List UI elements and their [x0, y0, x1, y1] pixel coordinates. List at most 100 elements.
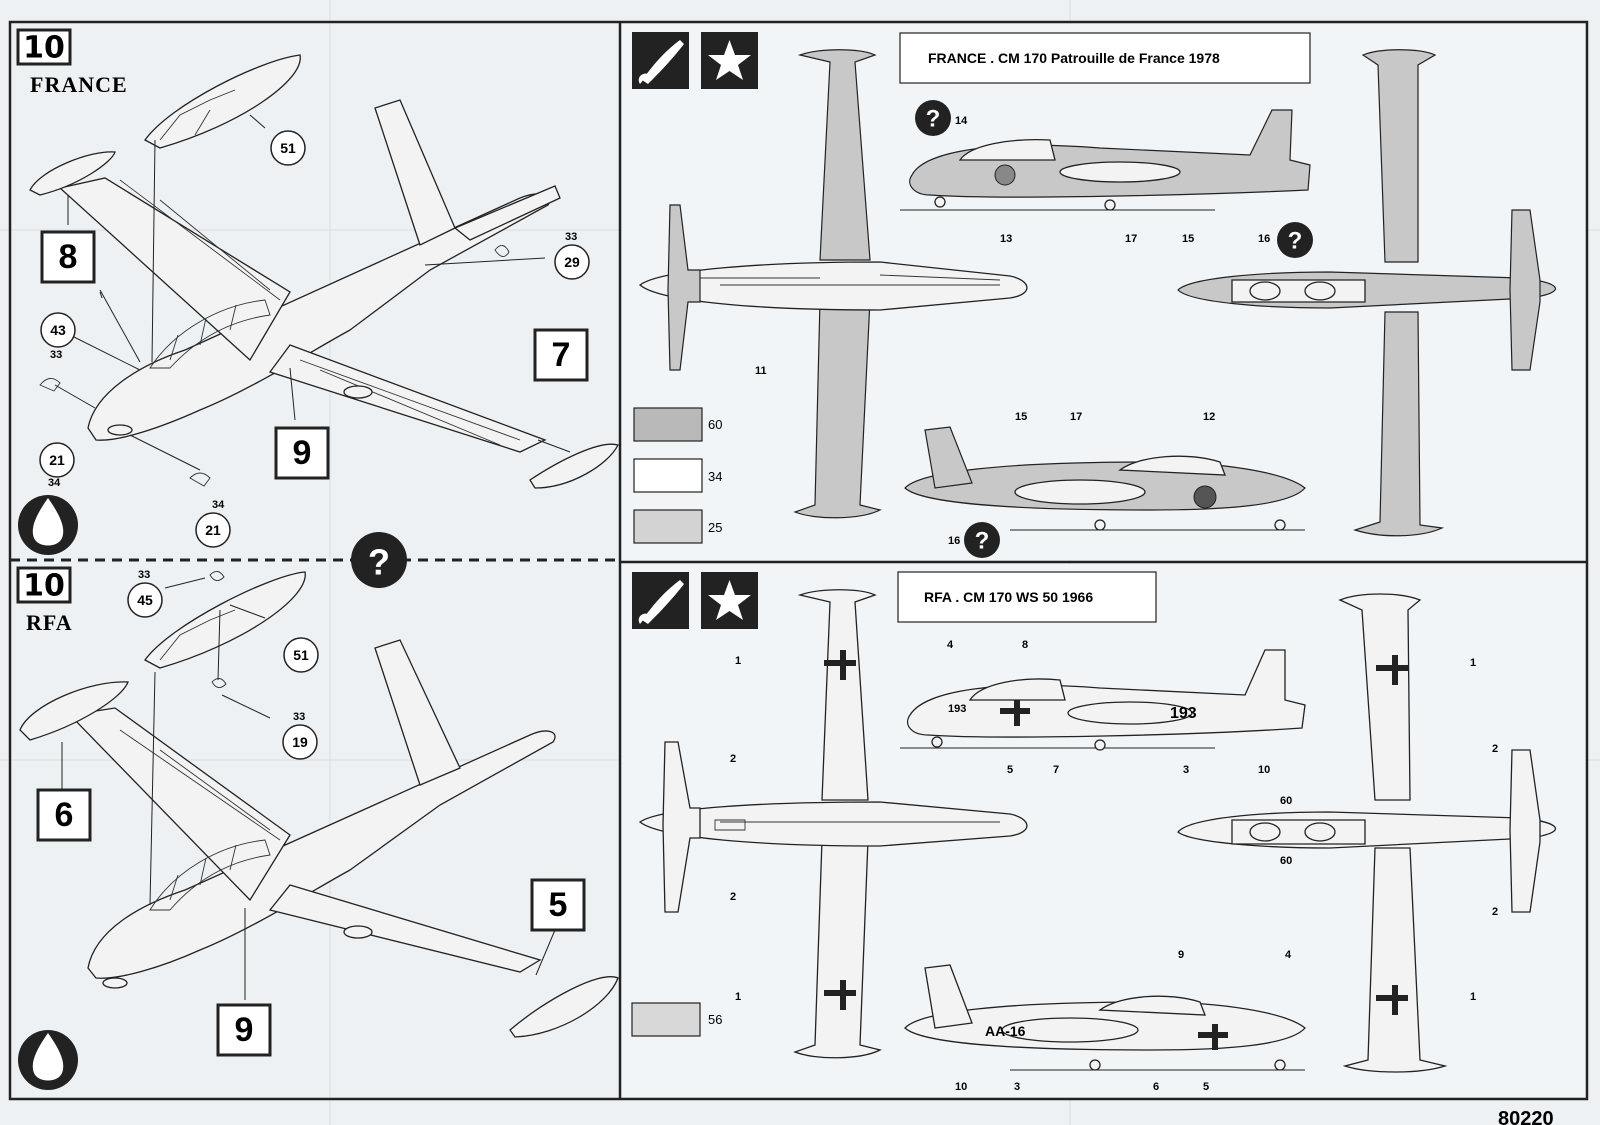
leader-lines [61, 577, 556, 1000]
svg-text:RFA . CM 170 WS 50 1966: RFA . CM 170 WS 50 1966 [924, 589, 1093, 605]
livery-heading: RFA . CM 170 WS 50 1966 [897, 571, 1157, 623]
svg-text:43: 43 [50, 322, 66, 338]
svg-text:60: 60 [1280, 855, 1292, 867]
svg-text:60: 60 [1280, 795, 1292, 807]
svg-text:9: 9 [1178, 949, 1184, 961]
svg-text:21: 21 [205, 522, 221, 538]
leader-lines [39, 114, 571, 487]
svg-text:7: 7 [1053, 764, 1059, 776]
step-number: 10 [23, 31, 65, 66]
svg-text:17: 17 [1125, 233, 1137, 245]
svg-text:34: 34 [708, 469, 722, 484]
subassembly-box-6: 6 [36, 788, 92, 842]
marking-labels: 14 13 17 15 16 11 15 17 12 16 [755, 115, 1270, 547]
part-ref: 33 [293, 711, 305, 723]
underside-view-aircraft [1177, 49, 1556, 537]
country-label: FRANCE [30, 72, 128, 97]
svg-text:1: 1 [1470, 657, 1476, 669]
svg-text:5: 5 [1203, 1081, 1209, 1093]
svg-text:2: 2 [730, 891, 736, 903]
paint-swatch-60: 60 [633, 407, 722, 442]
svg-text:15: 15 [1182, 233, 1194, 245]
part-ref: 33 [50, 349, 62, 361]
aircraft-exploded-view [29, 54, 619, 489]
svg-text:8: 8 [1022, 639, 1028, 651]
svg-text:9: 9 [235, 1011, 254, 1049]
rfa-assembly-panel: 10 RFA [16, 566, 619, 1090]
paint-swatch-56: 56 [631, 1002, 722, 1037]
part-callout-45: 45 [127, 582, 163, 618]
svg-text:19: 19 [292, 734, 308, 750]
glue-drop-icon [18, 1030, 78, 1090]
svg-text:4: 4 [1285, 949, 1292, 961]
subassembly-box-9: 9 [216, 1003, 272, 1057]
svg-text:13: 13 [1000, 233, 1012, 245]
svg-text:60: 60 [708, 417, 722, 432]
question-icon: ? [915, 100, 951, 136]
svg-text:16: 16 [1258, 233, 1270, 245]
subassembly-box-9: 9 [274, 426, 330, 480]
france-assembly-panel: 10 FRANCE [16, 28, 619, 555]
part-callout-21-bottom: 21 [195, 512, 231, 548]
svg-text:17: 17 [1070, 411, 1082, 423]
svg-text:?: ? [1288, 228, 1303, 255]
svg-text:45: 45 [137, 592, 153, 608]
svg-text:5: 5 [1007, 764, 1013, 776]
paint-brush-icon [632, 32, 689, 89]
glue-drop-icon [18, 495, 78, 555]
part-ref: 33 [138, 569, 150, 581]
france-livery-panel: FRANCE . CM 170 Patrouille de France 197… [632, 32, 1556, 558]
side-view-aircraft-lower: AA-16 [904, 964, 1306, 1071]
paint-swatch-34: 34 [633, 458, 722, 493]
part-callout-43: 43 [40, 312, 76, 348]
question-icon: ? [1277, 222, 1313, 258]
svg-text:3: 3 [1183, 764, 1189, 776]
question-icon: ? [964, 522, 1000, 558]
svg-text:2: 2 [730, 753, 736, 765]
svg-text:?: ? [975, 528, 990, 555]
part-ref: 34 [212, 499, 225, 511]
part-ref: 34 [48, 477, 61, 489]
svg-text:1: 1 [735, 655, 741, 667]
underside-view-aircraft [1177, 593, 1556, 1073]
svg-text:10: 10 [955, 1081, 967, 1093]
svg-text:4: 4 [947, 639, 954, 651]
svg-text:29: 29 [564, 254, 580, 270]
rfa-livery-panel: RFA . CM 170 WS 50 1966 193 193 [631, 571, 1556, 1093]
step-number: 10 [23, 569, 65, 604]
part-callout-19: 19 [282, 724, 318, 760]
step-badge: 10 [16, 28, 72, 66]
subassembly-box-7: 7 [533, 328, 589, 382]
country-label: RFA [26, 610, 73, 635]
sheet-code: 80220 [1498, 1108, 1554, 1125]
part-callout-29: 29 [554, 244, 590, 280]
star-icon [701, 572, 758, 629]
step-badge: 10 [16, 566, 72, 604]
svg-text:56: 56 [708, 1012, 722, 1027]
svg-text:51: 51 [293, 647, 309, 663]
svg-text:FRANCE . CM 170 Patrouil: FRANCE . CM 170 Patrouille de France 197… [928, 50, 1220, 66]
top-view-aircraft [638, 589, 1028, 1059]
svg-text:8: 8 [59, 238, 78, 276]
paint-swatch-25: 25 [633, 509, 722, 544]
svg-text:?: ? [926, 106, 941, 133]
star-icon [701, 32, 758, 89]
top-view-aircraft [638, 49, 1028, 519]
svg-text:16: 16 [948, 535, 960, 547]
part-callout-51: 51 [270, 130, 306, 166]
svg-text:51: 51 [280, 140, 296, 156]
aircraft-serial-nose: 193 [948, 703, 966, 715]
svg-text:6: 6 [1153, 1081, 1159, 1093]
part-callout-51: 51 [283, 637, 319, 673]
svg-text:10: 10 [1258, 764, 1270, 776]
part-ref: 33 [565, 231, 577, 243]
svg-text:25: 25 [708, 520, 722, 535]
aircraft-exploded-view [19, 571, 619, 1038]
svg-text:9: 9 [293, 434, 312, 472]
aircraft-serial: 193 [1170, 705, 1197, 722]
svg-text:21: 21 [49, 452, 65, 468]
side-view-aircraft-upper [900, 109, 1311, 211]
svg-text:3: 3 [1014, 1081, 1020, 1093]
svg-text:6: 6 [55, 796, 74, 834]
